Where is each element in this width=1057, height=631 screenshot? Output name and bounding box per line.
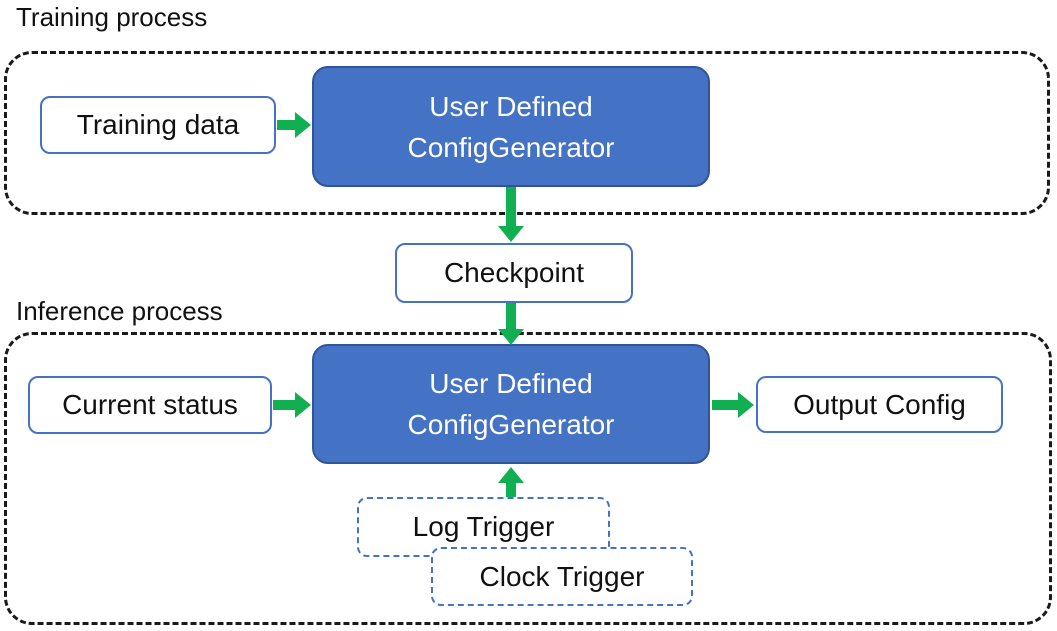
arrow-generator-to-checkpoint xyxy=(497,187,525,242)
arrow-head-right-icon xyxy=(295,112,311,138)
checkpoint-label: Checkpoint xyxy=(443,257,585,288)
inference-process-container xyxy=(4,332,1052,625)
arrow-head-down-icon xyxy=(498,329,524,345)
training-generator-label-line1: User Defined xyxy=(429,90,593,122)
arrow-checkpoint-to-generator xyxy=(497,303,525,345)
arrow-shaft xyxy=(506,187,516,227)
output-config-label: Output Config xyxy=(793,388,966,420)
clock-trigger-label: Clock Trigger xyxy=(479,560,645,592)
checkpoint-box: Checkpoint xyxy=(395,243,633,303)
output-config-box: Output Config xyxy=(756,376,1003,433)
current-status-box: Current status xyxy=(28,376,272,434)
training-process-label: Training process xyxy=(16,2,208,32)
log-trigger-label: Log Trigger xyxy=(412,511,555,542)
arrow-shaft xyxy=(273,400,296,410)
clock-trigger-box: Clock Trigger xyxy=(431,547,693,606)
inference-generator-label-line1: User Defined xyxy=(429,368,593,399)
arrow-shaft xyxy=(506,303,516,330)
inference-process-label: Inference process xyxy=(16,296,223,326)
arrow-head-up-icon xyxy=(498,467,524,483)
arrow-head-right-icon xyxy=(295,392,311,418)
arrow-shaft xyxy=(712,400,739,410)
arrow-generator-to-output-config xyxy=(712,392,754,418)
current-status-label: Current status xyxy=(62,389,238,420)
training-config-generator-box: User Defined ConfigGenerator xyxy=(312,66,710,187)
arrow-head-right-icon xyxy=(738,392,754,418)
training-data-box: Training data xyxy=(40,96,276,154)
arrow-head-down-icon xyxy=(498,226,524,242)
arrow-shaft xyxy=(277,120,296,130)
inference-config-generator-box: User Defined ConfigGenerator xyxy=(312,344,710,464)
arrow-log-trigger-to-generator xyxy=(497,467,525,497)
arrow-current-status-to-generator xyxy=(273,392,311,418)
training-data-label: Training data xyxy=(76,109,240,140)
inference-generator-label-line2: ConfigGenerator xyxy=(407,409,615,440)
training-process-container xyxy=(4,51,1050,215)
arrow-shaft xyxy=(506,482,516,497)
training-generator-label-line2: ConfigGenerator xyxy=(407,131,615,163)
arrow-training-data-to-generator xyxy=(277,112,311,138)
